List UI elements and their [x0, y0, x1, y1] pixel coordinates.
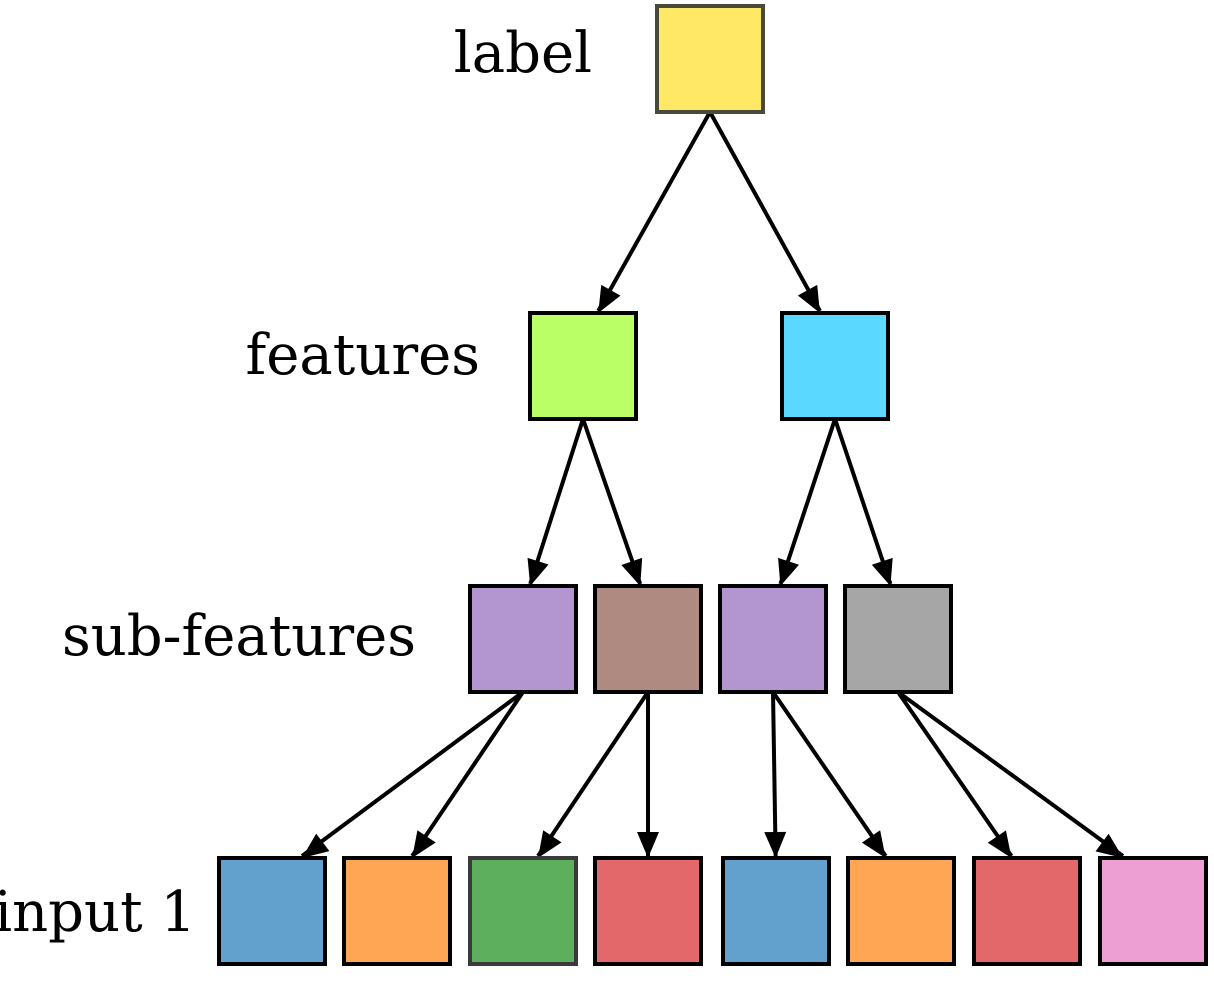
edge-arrow [771, 691, 778, 857]
arrowhead-icon [778, 557, 799, 586]
edge-arrow [778, 418, 837, 585]
input-node-7 [972, 856, 1082, 966]
arrowhead-icon [598, 284, 621, 313]
arrowhead-icon [637, 832, 659, 858]
features-node-2 [780, 311, 890, 421]
edge-arrow [708, 111, 822, 312]
label-node-1 [655, 4, 765, 114]
arrowhead-icon [871, 557, 893, 586]
arrowhead-icon [987, 830, 1012, 858]
edges-layer [300, 111, 1125, 858]
arrowhead-icon [861, 830, 886, 858]
sub-features-node-4 [843, 584, 953, 694]
arrowhead-icon [621, 557, 643, 586]
edge-arrow [896, 690, 1125, 858]
row-label-sub-features: sub-features [62, 604, 416, 669]
arrowhead-icon [302, 833, 330, 858]
row-label-label: label [454, 21, 592, 86]
input-node-4 [593, 856, 703, 966]
arrowhead-icon [538, 830, 562, 858]
arrowhead-icon [797, 284, 820, 313]
input-node-1 [217, 856, 327, 966]
sub-features-node-2 [593, 584, 703, 694]
arrowhead-icon [764, 831, 787, 858]
edge-arrow [771, 690, 888, 858]
features-node-1 [528, 311, 638, 421]
input-node-6 [846, 856, 956, 966]
edge-arrow [528, 418, 585, 585]
edge-arrow [833, 418, 893, 585]
sub-features-node-3 [718, 584, 828, 694]
input-node-2 [342, 856, 452, 966]
arrowhead-icon [527, 557, 549, 586]
input-node-3 [468, 856, 578, 966]
edge-arrow [596, 111, 712, 312]
edge-arrow [536, 690, 650, 858]
arrowhead-icon [412, 830, 436, 858]
edge-arrow [410, 690, 525, 858]
edge-arrow [896, 690, 1014, 858]
row-label-features: features [246, 323, 480, 388]
edge-arrow [581, 418, 643, 585]
row-label-input: input 1 [0, 880, 196, 945]
arrowhead-icon [1095, 833, 1123, 858]
sub-features-node-1 [468, 584, 578, 694]
input-node-5 [721, 856, 831, 966]
edge-arrow [300, 690, 525, 858]
nodes-layer [217, 4, 1208, 966]
input-node-8 [1098, 856, 1208, 966]
